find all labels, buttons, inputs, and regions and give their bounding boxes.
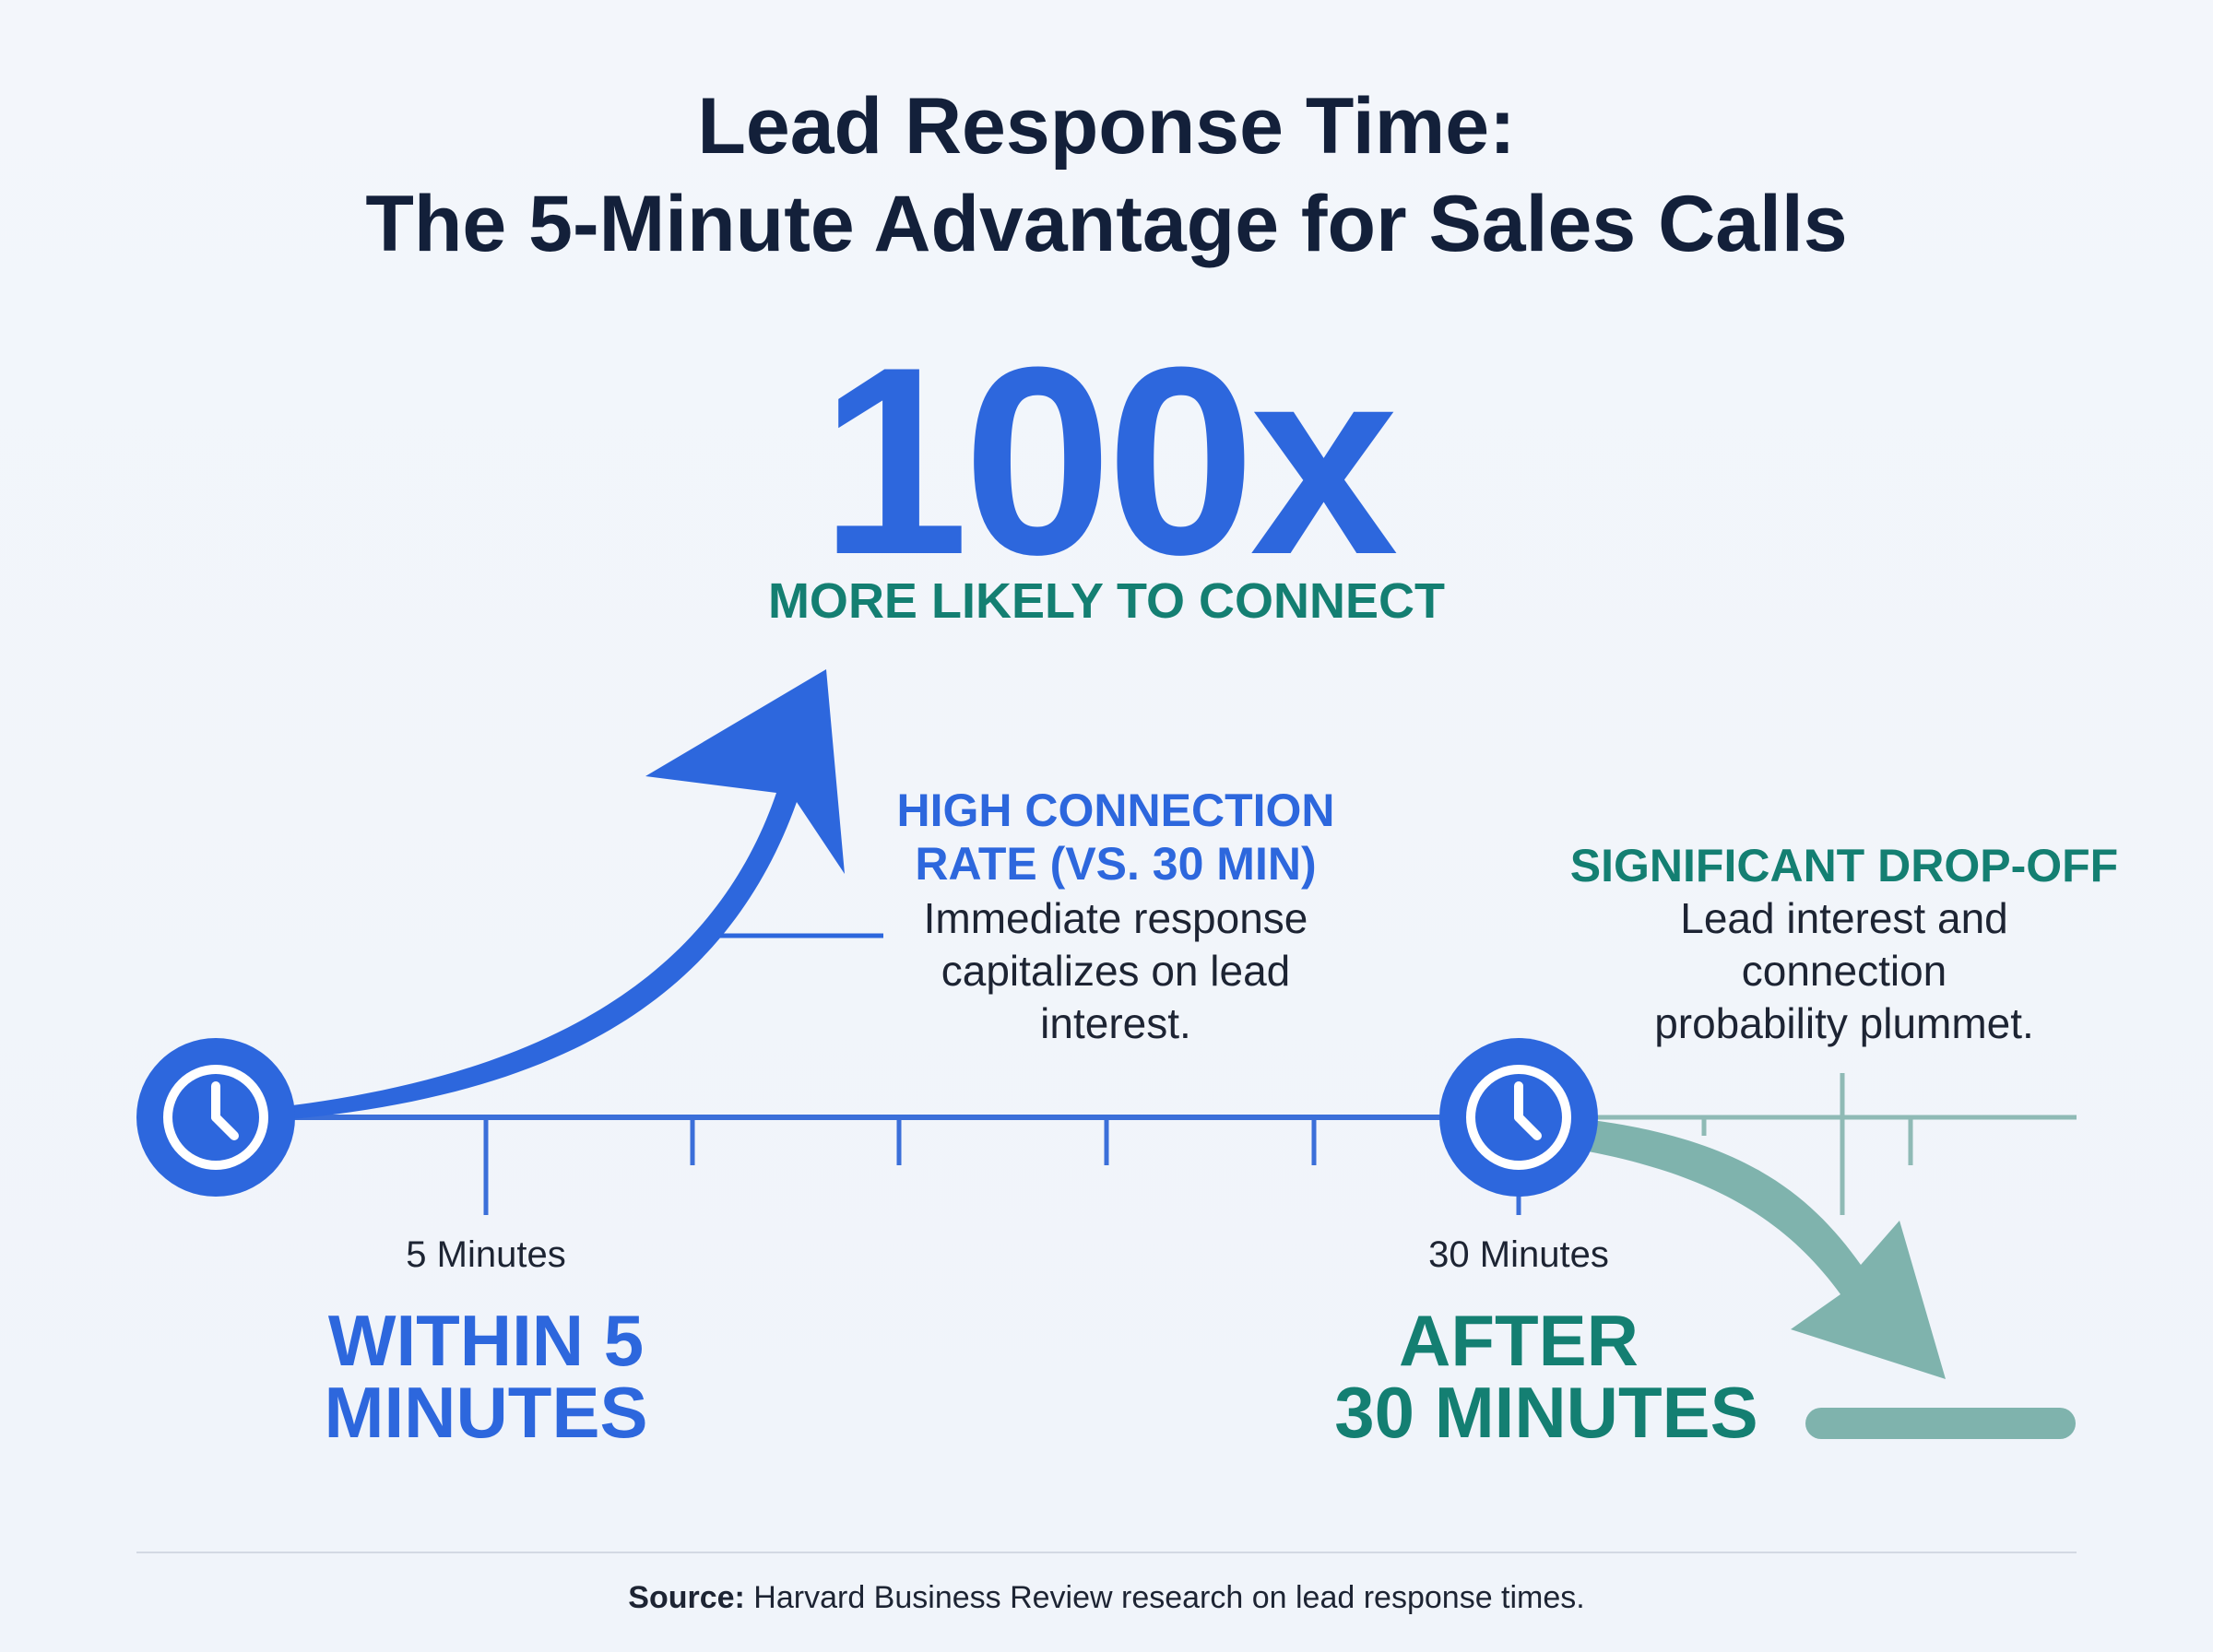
callout-high-heading-2: RATE (VS. 30 MIN) xyxy=(915,838,1317,890)
phase-within-line-1: WITHIN 5 xyxy=(327,1300,645,1381)
tick-label-30-minutes: 30 Minutes xyxy=(1428,1234,1609,1275)
phase-after-line-1: AFTER xyxy=(1399,1300,1639,1381)
source-text: Harvard Business Review research on lead… xyxy=(744,1580,1585,1615)
callout-drop-heading: SIGNIFICANT DROP-OFF xyxy=(1569,840,2119,891)
callout-high-body-3: interest. xyxy=(1040,999,1191,1047)
callout-high-body-1: Immediate response xyxy=(923,894,1308,942)
headline-stat-caption: MORE LIKELY TO CONNECT xyxy=(767,573,1446,629)
callout-drop-body-3: probability plummet. xyxy=(1654,999,2034,1047)
title-line-1: Lead Response Time: xyxy=(697,82,1516,171)
tick-label-5-minutes: 5 Minutes xyxy=(406,1234,566,1275)
falling-arrow xyxy=(1568,1117,1946,1379)
rising-arrow xyxy=(214,669,845,1125)
clock-icon xyxy=(1439,1038,1598,1197)
phase-within-line-2: MINUTES xyxy=(324,1372,648,1453)
callout-drop-body-1: Lead interest and xyxy=(1680,894,2008,942)
callout-high-heading-1: HIGH CONNECTION xyxy=(896,785,1335,836)
title-line-2: The 5-Minute Advantage for Sales Calls xyxy=(365,180,1848,268)
footer-divider xyxy=(136,1552,2077,1553)
callout-high-body-2: capitalizes on lead xyxy=(941,947,1291,995)
callout-drop-body-2: connection xyxy=(1741,947,1947,995)
clock-icon xyxy=(136,1038,295,1197)
headline-stat-value: 100x xyxy=(820,312,1398,610)
phase-after-line-2: 30 MINUTES xyxy=(1334,1372,1758,1453)
source-footnote: Source: Harvard Business Review research… xyxy=(0,1578,2213,1617)
source-label: Source: xyxy=(628,1580,745,1615)
